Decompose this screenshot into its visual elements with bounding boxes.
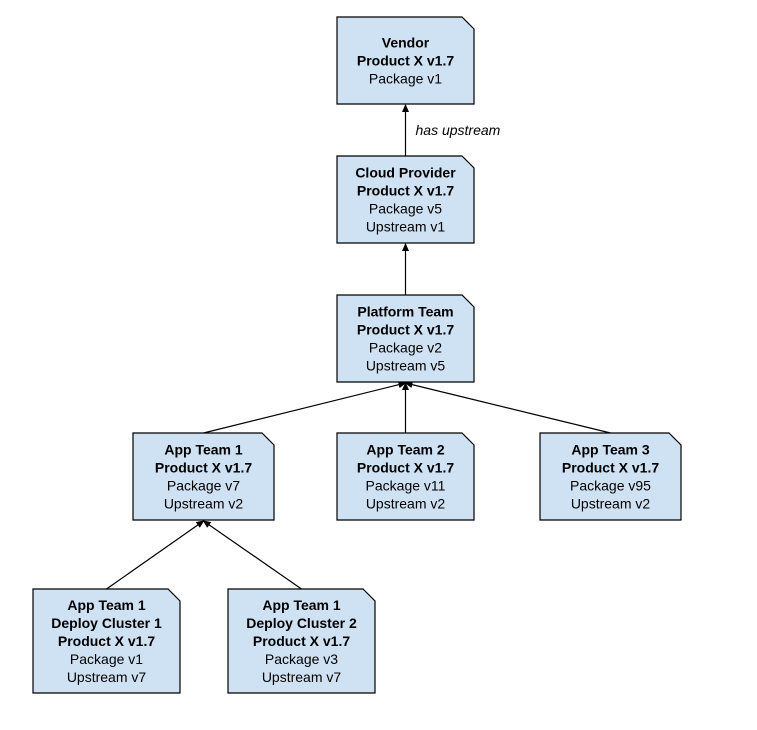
edge-app1-to-platform	[203, 381, 407, 434]
note-shape	[336, 432, 475, 521]
node-title-line: Product X v1.7	[357, 183, 454, 199]
node-title-line: Platform Team	[357, 304, 453, 320]
node-detail-line: Package v95	[570, 478, 651, 494]
node-detail-line: Package v1	[369, 71, 442, 87]
node-detail-line: Package v5	[369, 201, 442, 217]
node-title-line: App Team 1	[164, 442, 243, 458]
node-detail-line: Package v2	[369, 340, 442, 356]
node-title-line: Vendor	[382, 35, 430, 51]
edge-cluster1-to-app1	[106, 520, 205, 590]
note-shape	[132, 432, 275, 521]
note-shape	[32, 588, 181, 694]
node-title-line: Deploy Cluster 1	[51, 615, 162, 631]
node-title-line: App Team 1	[262, 597, 341, 613]
note-shape	[336, 16, 475, 105]
node-detail-line: Upstream v5	[366, 358, 446, 374]
node-title-line: Product X v1.7	[357, 322, 454, 338]
edge-app3-to-platform	[404, 381, 611, 434]
node-title-line: Product X v1.7	[58, 633, 155, 649]
node-detail-line: Upstream v7	[67, 669, 147, 685]
node-title-line: Product X v1.7	[357, 53, 454, 69]
node-cluster1[interactable]: App Team 1 Deploy Cluster 1 Product X v1.7…	[32, 588, 181, 694]
node-detail-line: Upstream v2	[571, 496, 651, 512]
node-title-line: Product X v1.7	[253, 633, 350, 649]
node-detail-line: Upstream v2	[164, 496, 244, 512]
node-title-line: Product X v1.7	[357, 460, 454, 476]
node-title-line: App Team 2	[366, 442, 445, 458]
note-shape	[336, 294, 475, 383]
node-detail-line: Upstream v7	[262, 669, 342, 685]
node-title-line: Deploy Cluster 2	[246, 615, 357, 631]
note-shape	[227, 588, 376, 694]
node-detail-line: Upstream v1	[366, 219, 446, 235]
node-detail-line: Package v7	[167, 478, 240, 494]
edge-cluster2-to-app1	[202, 520, 302, 590]
node-detail-line: Package v3	[265, 651, 338, 667]
node-title-line: App Team 1	[67, 597, 146, 613]
node-title-line: App Team 3	[571, 442, 650, 458]
note-shape	[336, 155, 475, 244]
note-shape	[539, 432, 682, 521]
node-detail-line: Package v11	[366, 478, 446, 494]
node-title-line: Product X v1.7	[155, 460, 252, 476]
node-detail-line: Package v1	[70, 651, 143, 667]
edge-label: has upstream	[416, 122, 501, 138]
node-title-line: Product X v1.7	[562, 460, 659, 476]
node-detail-line: Upstream v2	[366, 496, 446, 512]
node-cluster2[interactable]: App Team 1 Deploy Cluster 2 Product X v1.7…	[227, 588, 376, 694]
node-title-line: Cloud Provider	[355, 165, 456, 181]
